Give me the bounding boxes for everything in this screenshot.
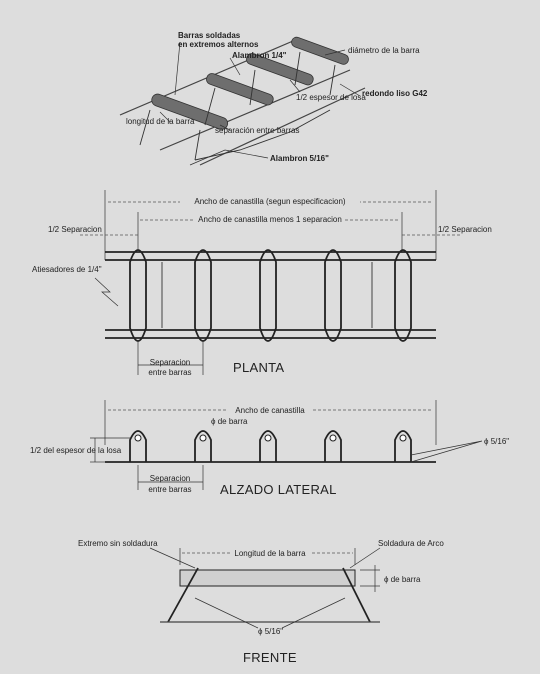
label-planta-sep-1: Separacion: [150, 358, 190, 367]
label-ancho-canastilla: Ancho de canastilla (segun especificacio…: [194, 197, 346, 206]
label-espesor-losa: 1/2 del espesor de la losa: [30, 446, 122, 455]
title-planta: PLANTA: [233, 360, 284, 375]
isometric-view: Barras soldadas en extremos alternos Ala…: [119, 31, 428, 166]
label-alzado-sep-1: Separacion: [150, 474, 190, 483]
label-half-sep-left: 1/2 Separacion: [48, 225, 102, 234]
label-ancho-menos: Ancho de canastilla menos 1 separacion: [198, 215, 342, 224]
label-alzado-ancho: Ancho de canastilla: [235, 406, 305, 415]
label-phi-barra: ϕ de barra: [211, 417, 248, 426]
frente-view: Extremo sin soldadura Soldadura de Arco …: [78, 539, 444, 665]
label-soldadura: Soldadura de Arco: [378, 539, 444, 548]
label-redondo-liso: redondo liso G42: [362, 89, 428, 98]
label-planta-sep-2: entre barras: [148, 368, 191, 377]
iso-rail: [199, 87, 366, 166]
label-barras-soldadas: Barras soldadas: [178, 31, 241, 40]
label-frente-phi-barra: ϕ de barra: [384, 575, 421, 584]
planta-loops: [129, 249, 412, 342]
label-extremo: Extremo sin soldadura: [78, 539, 158, 548]
alzado-bar-sections: [134, 434, 407, 442]
label-espesor-losa: 1/2 espesor de losa: [296, 93, 366, 102]
label-frente-516: ϕ 5/16": [258, 627, 283, 636]
frente-dowel-bar: [179, 569, 356, 587]
label-alzado-516: ϕ 5/16": [484, 437, 509, 446]
frente-legs: [167, 567, 371, 623]
leader-atiesadores: [94, 277, 119, 307]
iso-dowel-bar: [206, 73, 274, 106]
iso-dowel-bar: [151, 93, 229, 130]
iso-supports: [139, 51, 336, 161]
title-alzado: ALZADO LATERAL: [220, 482, 337, 497]
frente-516-leaders: [194, 597, 346, 629]
iso-leaders: [159, 41, 361, 166]
label-diametro-barra: diámetro de la barra: [348, 46, 420, 55]
alzado-view: Ancho de canastilla ϕ de barra 1/2 del e…: [30, 400, 509, 497]
label-alzado-sep-2: entre barras: [148, 485, 191, 494]
iso-base-wire: [194, 109, 331, 161]
label-extremos-alternos: en extremos alternos: [178, 40, 259, 49]
alzado-arches: [129, 430, 412, 462]
iso-rail: [159, 69, 351, 151]
label-frente-longitud: Longitud de la barra: [234, 549, 306, 558]
leader-516: [410, 440, 483, 463]
label-half-sep-right: 1/2 Separacion: [438, 225, 492, 234]
title-frente: FRENTE: [243, 650, 297, 665]
label-separacion-barras: separación entre barras: [215, 126, 300, 135]
iso-dowel-bar: [291, 36, 349, 65]
label-longitud-barra: longitud de la barra: [126, 117, 195, 126]
label-alambron-516: Alambron 5/16": [270, 154, 329, 163]
label-alambron-14: Alambron 1/4": [232, 51, 287, 60]
label-atiesadores: Atiesadores de 1/4": [32, 265, 102, 274]
planta-view: Ancho de canastilla (segun especificacio…: [32, 190, 492, 377]
